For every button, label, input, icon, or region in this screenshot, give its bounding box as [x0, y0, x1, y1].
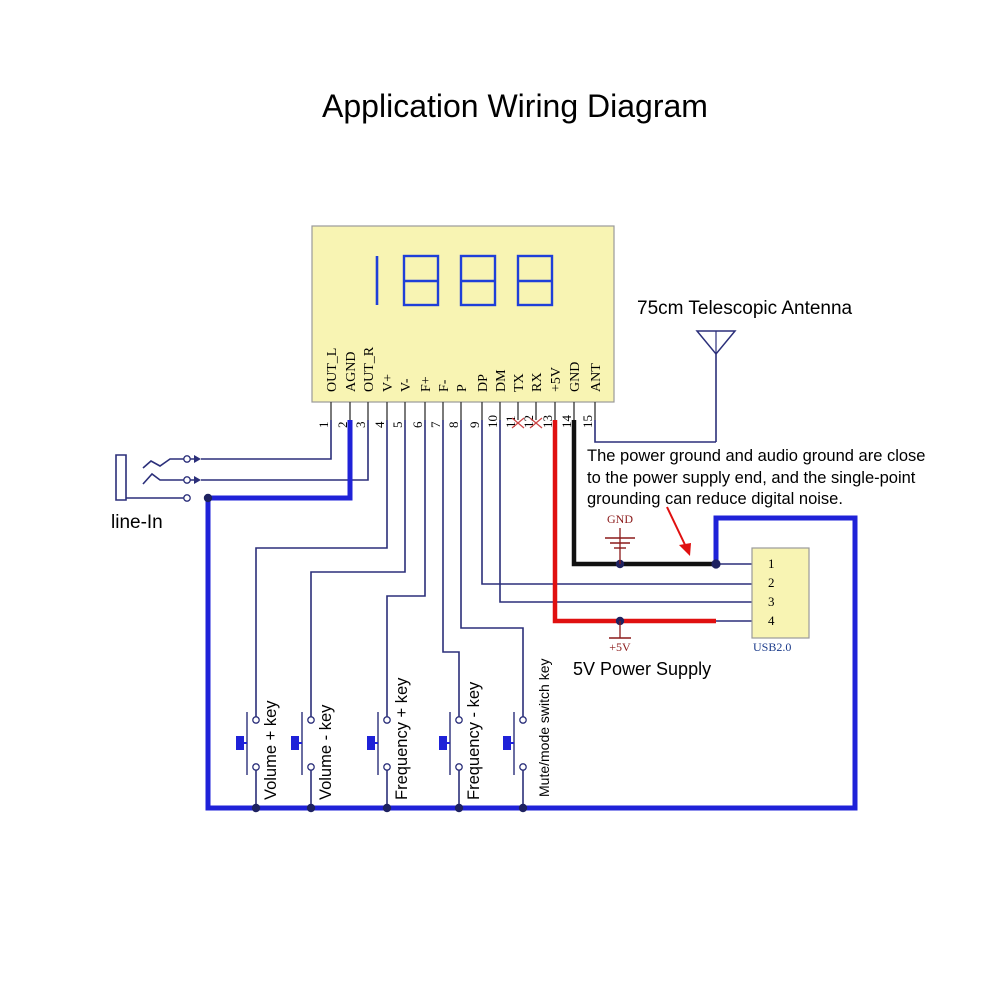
key-label: Frequency + key — [393, 677, 411, 800]
pin-number: 2 — [335, 422, 350, 429]
note-arrow-icon — [666, 506, 691, 556]
key-group: Volume + key Volume - key Frequency + key F… — [236, 659, 552, 800]
display-digit — [402, 254, 440, 307]
key-label: Volume + key — [262, 700, 280, 800]
diagram-title: Application Wiring Diagram — [322, 88, 708, 124]
ground-symbol-icon — [605, 528, 635, 564]
pin-label: OUT_R — [362, 346, 377, 392]
antenna-label: 75cm Telescopic Antenna — [637, 298, 853, 319]
push-button-icon — [439, 712, 463, 775]
gnd-symbol-label: GND — [607, 512, 633, 526]
pin-label: OUT_L — [325, 348, 340, 392]
junction-nodes — [203, 493, 721, 813]
pin-label: V+ — [381, 374, 396, 392]
pin-number: 14 — [559, 415, 574, 429]
pin-label: DM — [494, 369, 509, 392]
display-digit — [459, 254, 497, 307]
pin-number: 5 — [390, 422, 405, 429]
key-label: Volume - key — [317, 704, 335, 800]
antenna-icon — [695, 330, 737, 442]
usb-label: USB2.0 — [753, 640, 791, 654]
usb-pin-number: 3 — [768, 594, 775, 609]
pin-number: 12 — [521, 415, 536, 428]
grounding-note: The power ground and audio ground are cl… — [587, 447, 930, 508]
push-button-icon — [236, 712, 260, 775]
pin-number: 8 — [446, 422, 461, 429]
pin-label: DP — [476, 374, 491, 392]
pin-label: F- — [437, 379, 452, 392]
pin-number: 1 — [316, 422, 331, 429]
pin-label: +5V — [549, 367, 564, 392]
pin-number: 6 — [410, 421, 425, 428]
pin-label: RX — [530, 373, 545, 392]
key-label: Mute/mode switch key — [536, 659, 552, 798]
segment-display — [375, 254, 554, 307]
pin-label: TX — [512, 373, 527, 392]
pin-number: 3 — [353, 422, 368, 429]
line-in-jack-icon — [115, 454, 201, 502]
not-connected-marks — [511, 417, 543, 429]
pin-number: 4 — [372, 421, 387, 428]
pin-label: F+ — [419, 376, 434, 392]
push-button-icon — [291, 712, 315, 775]
v5-symbol-label: +5V — [609, 640, 631, 654]
usb-pin-group: 1 2 3 4 — [768, 556, 775, 628]
pin-number: 15 — [580, 415, 595, 428]
power-symbol-icon — [609, 621, 631, 639]
usb-pin-number: 2 — [768, 575, 775, 590]
pin-label: GND — [568, 362, 583, 392]
push-button-icon — [367, 712, 391, 775]
pin-number: 7 — [428, 421, 443, 428]
pin-number: 9 — [467, 422, 482, 429]
display-digit — [516, 254, 554, 307]
power-supply-label: 5V Power Supply — [573, 659, 711, 679]
line-in-label: line-In — [111, 512, 163, 533]
pin-number: 10 — [485, 415, 500, 428]
pin-label: AGND — [344, 352, 359, 392]
push-button-icon — [503, 712, 527, 775]
pin-label: P — [455, 384, 470, 392]
pin-label: ANT — [589, 363, 604, 392]
pin-label: V- — [399, 378, 414, 392]
usb-connector — [751, 547, 810, 639]
pin-number: 13 — [540, 415, 555, 428]
pin-number: 11 — [503, 415, 518, 428]
usb-pin-number: 1 — [768, 556, 775, 571]
key-label: Frequency - key — [465, 681, 483, 800]
usb-pin-number: 4 — [768, 613, 775, 628]
